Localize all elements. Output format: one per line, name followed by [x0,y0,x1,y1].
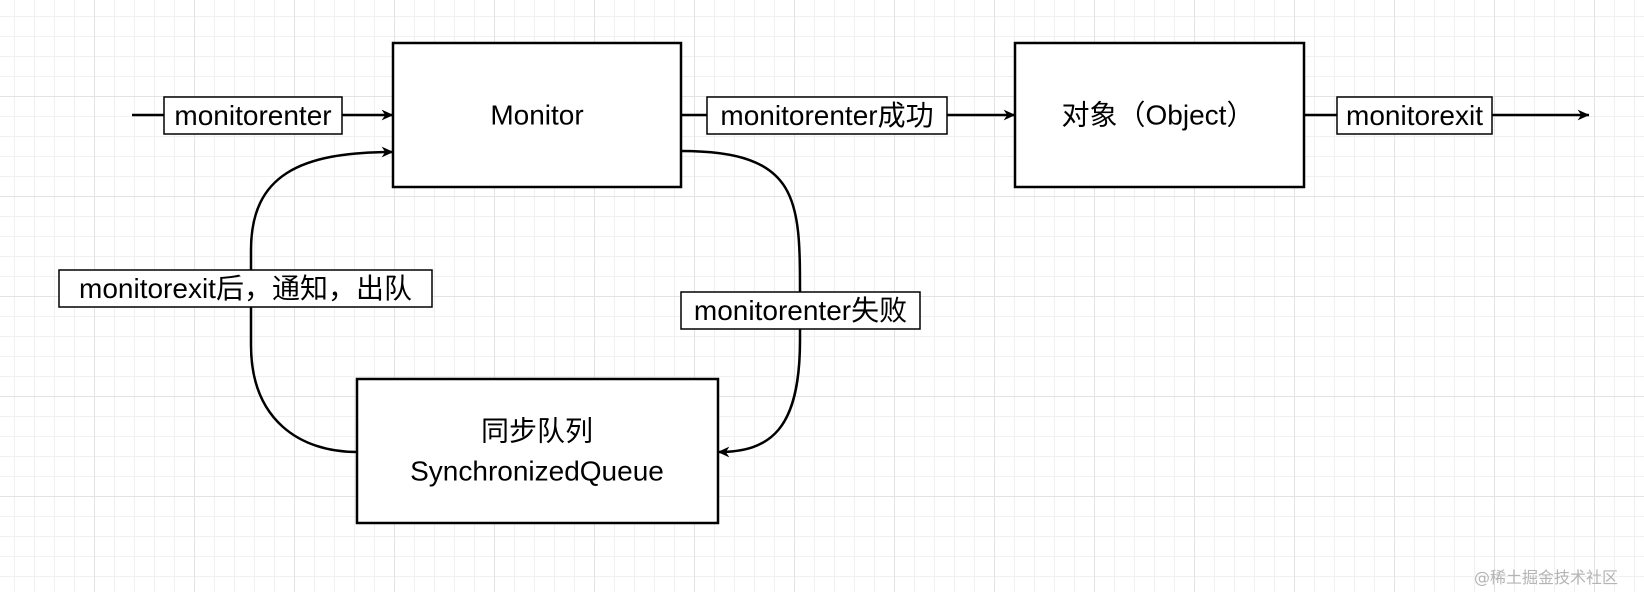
node-sync-queue-label-line2: SynchronizedQueue [410,456,664,487]
edge-monitorexit-notify-line [249,146,394,454]
node-object: 对象（Object） [1013,41,1306,189]
node-object-label: 对象（Object） [1062,100,1255,131]
svg-text:monitorexit: monitorexit [1346,100,1483,131]
edge-label-monitorenter: monitorenter [163,96,343,135]
edge-label-monitorenter-fail: monitorenter失败 [680,291,921,330]
svg-text:monitorenter: monitorenter [174,100,331,131]
svg-text:monitorexit后，通知，出队: monitorexit后，通知，出队 [79,273,412,304]
node-sync-queue: 同步队列 SynchronizedQueue [355,377,720,525]
edge-label-monitorexit-notify: monitorexit后，通知，出队 [58,269,433,308]
node-monitor-label: Monitor [490,100,583,131]
edge-label-monitorexit: monitorexit [1336,96,1493,135]
node-monitor: Monitor [391,41,683,189]
edge-label-monitorenter-success: monitorenter成功 [706,96,948,135]
watermark-text: @稀土掘金技术社区 [1474,568,1619,587]
svg-text:monitorenter成功: monitorenter成功 [720,100,933,131]
svg-text:monitorenter失败: monitorenter失败 [694,295,907,326]
node-sync-queue-label-line1: 同步队列 [481,416,593,447]
